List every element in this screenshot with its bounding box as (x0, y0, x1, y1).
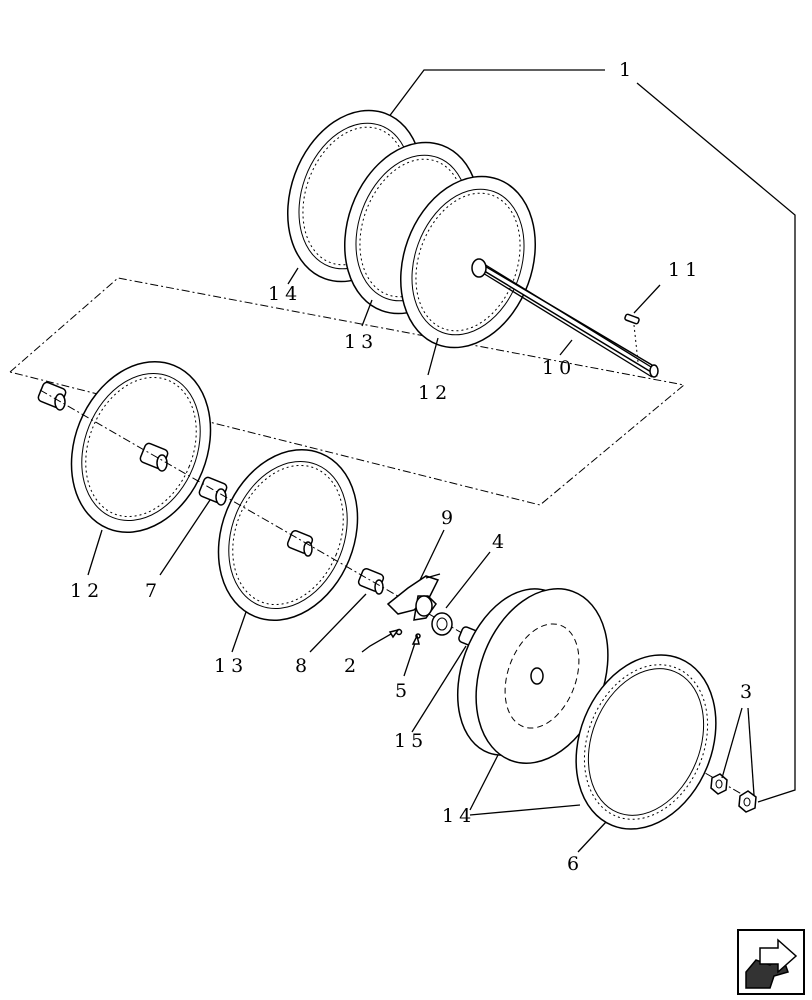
bracket-9 (386, 573, 441, 621)
upper-leaders (287, 267, 661, 376)
callout-7: 7 (145, 580, 162, 602)
callout-2: 2 (344, 655, 361, 677)
callout-3: 3 (740, 681, 757, 703)
shaft-10 (471, 258, 659, 378)
callout-6: 6 (567, 853, 584, 875)
callout-14-top: 14 (268, 283, 302, 305)
bushing-hub-12 (139, 442, 169, 472)
exploded-wheel-13 (217, 448, 359, 622)
exploded-wheel-12 (70, 360, 212, 534)
callout-12-top: 12 (418, 382, 452, 404)
nut-3b (738, 790, 757, 813)
callout-4: 4 (492, 531, 509, 553)
pin-11 (624, 313, 640, 363)
callout-14-bottom: 14 (442, 805, 476, 827)
next-page-arrow-icon[interactable] (737, 929, 805, 995)
washer-4 (431, 612, 453, 636)
bushing-7 (198, 476, 228, 506)
callout-12-left: 12 (70, 580, 104, 602)
callout-1: 1 (619, 59, 636, 81)
callout-10: 10 (542, 357, 576, 379)
callout-13-top: 13 (344, 331, 378, 353)
callout-11: 11 (668, 259, 702, 281)
callout-1-leader (387, 69, 796, 803)
ring-6 (575, 654, 717, 830)
exploded-group-outline (9, 277, 686, 506)
callout-9: 9 (441, 507, 458, 529)
lower-wheel-14 (456, 588, 609, 764)
callout-13-mid: 13 (214, 655, 248, 677)
callout-15: 15 (394, 730, 428, 752)
callout-8: 8 (295, 655, 312, 677)
bushing-8 (357, 567, 385, 595)
assembled-wheel-12 (399, 175, 537, 349)
lower-leaders (87, 499, 755, 853)
nut-3a (710, 773, 728, 795)
callout-5: 5 (395, 680, 412, 702)
